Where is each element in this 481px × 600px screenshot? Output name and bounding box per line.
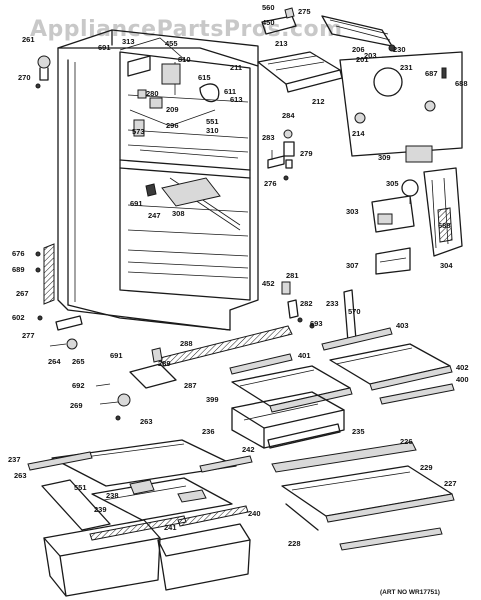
callout-label: 450 xyxy=(262,18,275,27)
callout-label: 264 xyxy=(48,357,61,366)
callout-label: 403 xyxy=(396,321,409,330)
callout-label: 613 xyxy=(230,95,243,104)
callout-label: 611 xyxy=(224,87,236,96)
callout-label: 692 xyxy=(72,381,85,390)
callout-label: 267 xyxy=(16,289,29,298)
callout-label: 400 xyxy=(456,375,469,384)
callout-label: 570 xyxy=(348,307,361,316)
callout-label: 203 xyxy=(364,51,377,60)
callout-label: 810 xyxy=(178,55,191,64)
callout-label: 239 xyxy=(94,505,107,514)
callout-label: 238 xyxy=(106,491,119,500)
callout-label: 214 xyxy=(352,129,365,138)
callout-label: 304 xyxy=(440,261,453,270)
callout-label: 308 xyxy=(172,209,185,218)
callout-label: 228 xyxy=(288,539,301,548)
callout-label: 209 xyxy=(166,105,179,114)
shelves xyxy=(229,327,455,551)
callout-label: 227 xyxy=(444,479,457,488)
callout-label: 691 xyxy=(98,43,111,52)
callout-label: 310 xyxy=(206,126,219,135)
callout-label: 455 xyxy=(165,39,178,48)
callout-label: 279 xyxy=(300,149,313,158)
callout-label: 676 xyxy=(12,249,25,258)
callout-label: 226 xyxy=(400,437,413,446)
cabinet xyxy=(57,29,259,331)
callout-label: 263 xyxy=(14,471,27,480)
callout-label: 270 xyxy=(18,73,31,82)
callout-label: 240 xyxy=(248,509,261,518)
callout-label: 688 xyxy=(455,79,468,88)
callout-label: 241 xyxy=(164,523,177,532)
callout-label: 402 xyxy=(456,363,469,372)
callout-label: 401 xyxy=(298,351,311,360)
callout-label: 687 xyxy=(425,69,438,78)
callout-label: 452 xyxy=(262,279,275,288)
callout-label: 287 xyxy=(184,381,197,390)
top-right-parts xyxy=(257,7,463,181)
callout-label: 265 xyxy=(72,357,85,366)
callout-label: 305 xyxy=(386,179,399,188)
callout-label: 688 xyxy=(438,221,451,230)
callout-label: 284 xyxy=(282,111,295,120)
callout-label: 296 xyxy=(166,121,179,130)
callout-label: 602 xyxy=(12,313,25,322)
callout-label: 213 xyxy=(275,39,288,48)
callout-label: 691 xyxy=(110,351,123,360)
crisper-area xyxy=(27,439,253,597)
callout-label: 212 xyxy=(312,97,325,106)
callout-label: 309 xyxy=(378,153,391,162)
callout-label: 231 xyxy=(400,63,413,72)
callout-label: 303 xyxy=(346,207,359,216)
callout-label: 307 xyxy=(346,261,359,270)
callout-label: 551 xyxy=(74,483,87,492)
callout-label: 206 xyxy=(352,45,365,54)
callout-label: 281 xyxy=(286,271,299,280)
callout-label: 691 xyxy=(130,199,143,208)
callout-label: 201 xyxy=(356,55,369,64)
control-housing xyxy=(371,167,463,275)
callout-label: 573 xyxy=(132,127,145,136)
callout-label: 282 xyxy=(300,299,313,308)
callout-label: 235 xyxy=(352,427,365,436)
callout-label: 277 xyxy=(22,331,35,340)
callout-label: 280 xyxy=(146,89,159,98)
callout-label: 261 xyxy=(22,35,35,44)
callout-label: 313 xyxy=(122,37,135,46)
callout-label: 236 xyxy=(202,427,215,436)
callout-label: 276 xyxy=(264,179,277,188)
callout-label: 288 xyxy=(180,339,193,348)
callout-label: 242 xyxy=(242,445,255,454)
callout-label: 269 xyxy=(70,401,83,410)
callout-label: 229 xyxy=(420,463,433,472)
callout-label: 233 xyxy=(326,299,339,308)
callout-label: 237 xyxy=(8,455,21,464)
callout-label: 275 xyxy=(298,7,311,16)
left-parts xyxy=(35,55,83,350)
callout-label: 693 xyxy=(310,319,323,328)
callout-label: 399 xyxy=(206,395,219,404)
callout-label: 230 xyxy=(393,45,406,54)
callout-label: 689 xyxy=(12,265,25,274)
callout-label: 560 xyxy=(262,3,275,12)
callout-label: 615 xyxy=(198,73,211,82)
callout-label: 551 xyxy=(206,117,219,126)
callout-label: 247 xyxy=(148,211,161,220)
callout-label: 289 xyxy=(158,359,171,368)
callout-labels: 560 275 450 213 206 230 203 231 201 687 … xyxy=(8,3,469,548)
callout-label: 263 xyxy=(140,417,153,426)
art-number: (ART NO WR17751) xyxy=(380,589,440,596)
callout-label: 283 xyxy=(262,133,275,142)
callout-label: 211 xyxy=(230,63,242,72)
